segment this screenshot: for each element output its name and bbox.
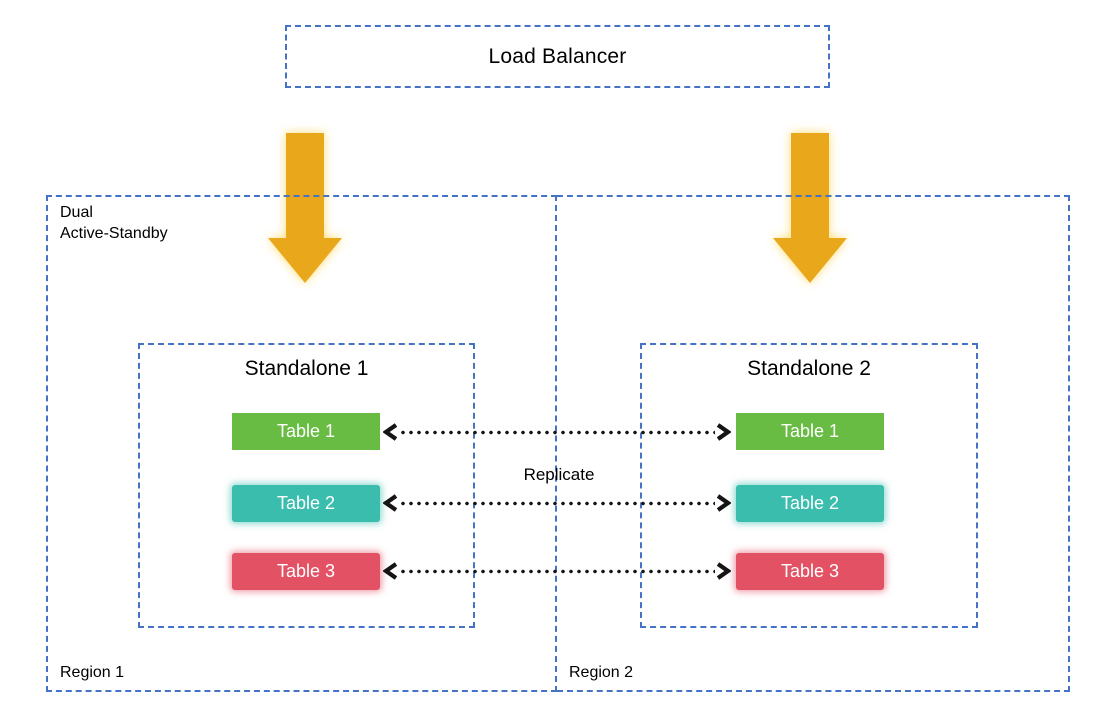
down-arrow-icon: [773, 133, 847, 283]
down-arrow-shaft: [286, 133, 324, 238]
arrowhead-left-icon: [383, 562, 398, 580]
replicate-connector-table-2: [383, 494, 731, 512]
table-3-chip: Table 3: [736, 553, 884, 590]
table-2-chip: Table 2: [736, 485, 884, 522]
standalone-2-box: Standalone 2 Table 1 Table 2 Table 3: [640, 343, 978, 628]
standalone-1-box: Standalone 1 Table 1 Table 2 Table 3: [138, 343, 475, 628]
load-balancer-label: Load Balancer: [488, 44, 627, 68]
table-1-chip: Table 1: [232, 413, 380, 450]
replicate-label: Replicate: [523, 465, 595, 484]
region-2-label: Region 2: [569, 664, 634, 681]
region-1-label: Region 1: [60, 664, 125, 681]
replicate-connector-table-3: [383, 562, 731, 580]
dotted-line: [399, 429, 715, 435]
arrowhead-left-icon: [383, 423, 398, 441]
dotted-line: [399, 500, 715, 506]
mode-label: Dual Active-Standby: [60, 204, 168, 242]
arrowhead-right-icon: [716, 494, 731, 512]
arrowhead-right-icon: [716, 562, 731, 580]
down-arrow-head: [268, 238, 342, 283]
table-3-chip: Table 3: [232, 553, 380, 590]
standalone-1-title: Standalone 1: [244, 357, 369, 380]
dotted-line: [399, 568, 715, 574]
load-balancer-box: Load Balancer: [285, 25, 830, 88]
standalone-2-title: Standalone 2: [747, 357, 871, 380]
table-2-chip: Table 2: [232, 485, 380, 522]
down-arrow-icon: [268, 133, 342, 283]
region-1-box: Dual Active-Standby Region 1: [46, 195, 557, 692]
table-1-chip: Table 1: [736, 413, 884, 450]
region-2-box: Region 2: [557, 195, 1070, 692]
replicate-connector-table-1: [383, 423, 731, 441]
down-arrow-shaft: [791, 133, 829, 238]
down-arrow-head: [773, 238, 847, 283]
arrowhead-right-icon: [716, 423, 731, 441]
arrowhead-left-icon: [383, 494, 398, 512]
